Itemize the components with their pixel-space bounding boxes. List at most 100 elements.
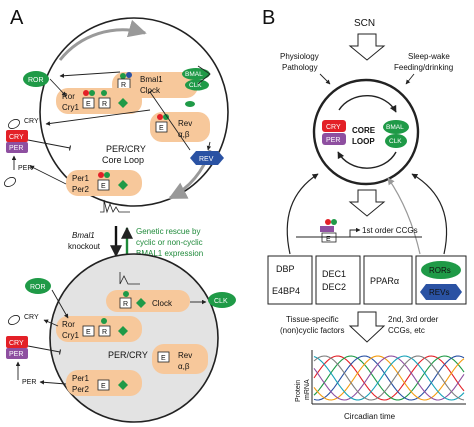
core-loop-subtitle: Core Loop bbox=[102, 155, 144, 165]
per-bottom-arrow bbox=[39, 380, 67, 385]
per-label: PER bbox=[9, 145, 23, 152]
panel-label-a: A bbox=[10, 7, 24, 29]
revs-protein bbox=[420, 284, 462, 300]
per-protein-bottom bbox=[6, 348, 28, 359]
cry-small-label: CRY bbox=[24, 118, 39, 125]
per-symbol-top bbox=[4, 177, 16, 187]
feeding-label: Feeding/drinking bbox=[394, 63, 453, 72]
rev-protein-top bbox=[190, 151, 224, 165]
scn-arrow bbox=[348, 33, 386, 61]
label-per2-bottom: Per2 bbox=[72, 385, 89, 394]
loop-arrow-bottom bbox=[337, 151, 397, 169]
scn-label: SCN bbox=[354, 18, 375, 29]
x-label-circadian-time: Circadian time bbox=[344, 412, 396, 421]
rors-label: RORs bbox=[429, 266, 451, 275]
second-order-line-1: 2nd, 3rd order bbox=[388, 315, 439, 324]
label-bmal1: Bmal1 bbox=[140, 75, 163, 84]
per-label-b: PER bbox=[326, 137, 340, 144]
label-clock: Clock bbox=[140, 86, 161, 95]
e-box: E bbox=[161, 355, 166, 362]
gene-rev-bottom: E Rev α,β bbox=[152, 344, 208, 374]
oscillation-wave bbox=[313, 355, 465, 401]
cry-protein-top bbox=[6, 130, 28, 142]
e-box: E bbox=[86, 329, 91, 336]
ror-protein-top bbox=[23, 71, 49, 87]
ror-to-gene-arrow bbox=[49, 78, 67, 97]
rev-out-arrow bbox=[206, 141, 212, 151]
label-rev: Rev bbox=[178, 119, 192, 128]
rescue-line-3: BMAL1 expression bbox=[136, 249, 203, 258]
oscillation-wave bbox=[313, 355, 465, 401]
cry-bottom-arrow bbox=[43, 319, 59, 327]
percry-bottom-inhibition bbox=[27, 345, 62, 355]
bmal-protein bbox=[182, 68, 210, 80]
label-per1: Per1 bbox=[72, 174, 89, 183]
sleep-wake-label: Sleep-wake bbox=[408, 52, 450, 61]
cry-small-label-bottom: CRY bbox=[24, 314, 39, 321]
gene-per1-per2: Per1 Per2 E bbox=[66, 170, 142, 196]
tissue-line-2: (non)cyclic factors bbox=[280, 326, 344, 335]
ror-label-bottom: ROR bbox=[30, 284, 46, 291]
r-box: R bbox=[102, 101, 107, 108]
transcription-diamond bbox=[118, 98, 128, 108]
label-rev-ab: α,β bbox=[178, 130, 190, 139]
bmal-label-b: BMAL bbox=[386, 124, 404, 131]
gene-clock-bottom: R Clock bbox=[106, 290, 190, 312]
cry-label-bottom: CRY bbox=[9, 340, 24, 347]
physiology-label: Physiology bbox=[280, 52, 319, 61]
box-dec bbox=[315, 255, 361, 305]
oscillation-trace bbox=[100, 199, 130, 214]
gene-ror-cry1: Ror Cry1 E R bbox=[56, 88, 142, 114]
label-rev-ab-bottom: α,β bbox=[178, 362, 190, 371]
dbp-label: DBP bbox=[276, 264, 295, 274]
rescue-line-2: cyclic or non-cyclic bbox=[136, 238, 203, 247]
dec1-label: DEC1 bbox=[322, 269, 346, 279]
feedback-left bbox=[286, 173, 319, 255]
r-box: R bbox=[102, 329, 107, 336]
bound-rev-dot bbox=[126, 72, 132, 78]
cry1-out-arrow bbox=[45, 109, 151, 126]
cry-label: CRY bbox=[9, 134, 24, 141]
ror-label: ROR bbox=[28, 77, 44, 84]
tissue-line-1: Tissue-specific bbox=[286, 315, 339, 324]
cry-label-b: CRY bbox=[326, 124, 341, 131]
physiology-arrow bbox=[319, 73, 331, 85]
label-ror: Ror bbox=[62, 92, 75, 101]
bmal-protein-b bbox=[383, 120, 409, 134]
transcription-diamond bbox=[118, 180, 128, 190]
cell-top: R Bmal1 Clock Ror Cry1 E R E Rev α,β bbox=[39, 17, 229, 214]
oscillation-wave bbox=[313, 355, 465, 401]
clk-label-b: CLK bbox=[389, 138, 402, 145]
rors-protein bbox=[421, 261, 461, 279]
per-small-label-bottom: PER bbox=[22, 379, 36, 386]
label-ror-bottom: Ror bbox=[62, 320, 75, 329]
per-out-arrow bbox=[29, 165, 67, 185]
ccg-arrow bbox=[348, 189, 386, 217]
label-rev-bottom: Rev bbox=[178, 351, 192, 360]
feedback-right bbox=[411, 173, 448, 255]
first-order-label: 1st order CCGs bbox=[362, 226, 418, 235]
oscillation-wave bbox=[313, 355, 465, 401]
clk-protein bbox=[185, 79, 209, 91]
per-protein-top bbox=[6, 142, 28, 153]
dec2-label: DEC2 bbox=[322, 282, 346, 292]
loop-label: LOOP bbox=[352, 137, 375, 146]
cry-protein-bottom bbox=[6, 336, 28, 348]
per-cry-bottom: PER/CRY bbox=[108, 350, 148, 360]
cry-protein-b bbox=[322, 120, 346, 132]
core-loop-title: PER/CRY bbox=[106, 144, 146, 154]
cell-bottom: R Clock Ror Cry1 E R PER/CRY E Rev α,β bbox=[49, 253, 219, 423]
r-box: R bbox=[123, 301, 128, 308]
oscillation-wave bbox=[313, 355, 465, 401]
label-per1-bottom: Per1 bbox=[72, 374, 89, 383]
second-order-line-2: CCGs, etc bbox=[388, 326, 425, 335]
oscillation-wave bbox=[313, 355, 465, 401]
loop-arrow-top bbox=[338, 94, 397, 113]
bmal-label: BMAL bbox=[185, 71, 203, 78]
bmal-monomer bbox=[185, 101, 195, 107]
bmal-out-arrow bbox=[197, 65, 211, 85]
y-label-protein: Protein bbox=[295, 380, 302, 402]
rescue-line-1: Genetic rescue by bbox=[136, 227, 200, 236]
ppar-label: PPARα bbox=[370, 276, 399, 286]
